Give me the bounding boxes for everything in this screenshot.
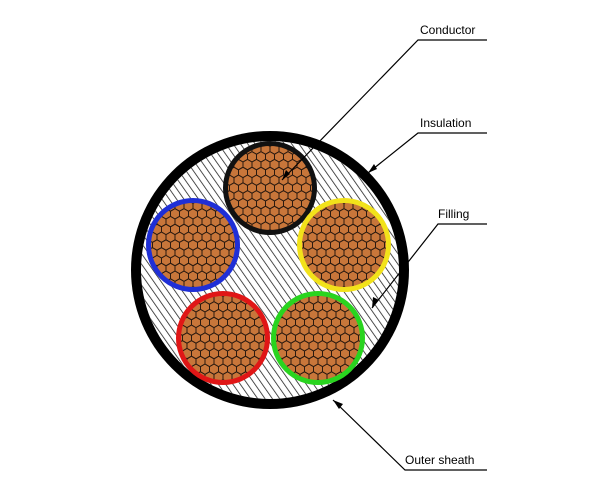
cores-group — [146, 141, 391, 385]
core-yellow — [297, 198, 391, 292]
core-green-conductor — [275, 295, 361, 381]
core-red-conductor — [180, 295, 266, 381]
insulation-leader — [367, 132, 487, 174]
core-blue-insulation — [146, 198, 240, 292]
core-green-insulation — [271, 291, 365, 385]
outer-sheath-label: Outer sheath — [405, 453, 474, 467]
conductor-arrowhead — [282, 170, 290, 180]
core-blue-conductor — [150, 202, 236, 288]
conductor-leader — [281, 39, 487, 181]
insulation-label: Insulation — [420, 116, 471, 130]
core-yellow-conductor — [301, 202, 387, 288]
filling-leader — [371, 223, 487, 309]
outer-sheath-leader — [332, 399, 487, 471]
insulation-arrowhead — [368, 164, 377, 173]
leader-lines — [281, 39, 487, 471]
core-green — [271, 291, 365, 385]
core-red-insulation — [176, 291, 270, 385]
core-yellow-insulation — [297, 198, 391, 292]
filling-arrowhead — [372, 297, 379, 308]
conductor-label: Conductor — [420, 23, 475, 37]
core-red — [176, 291, 270, 385]
filling-label: Filling — [438, 207, 469, 221]
core-black-conductor — [227, 145, 313, 231]
outer-sheath-arrowhead — [333, 400, 343, 409]
core-black-insulation — [223, 141, 317, 235]
